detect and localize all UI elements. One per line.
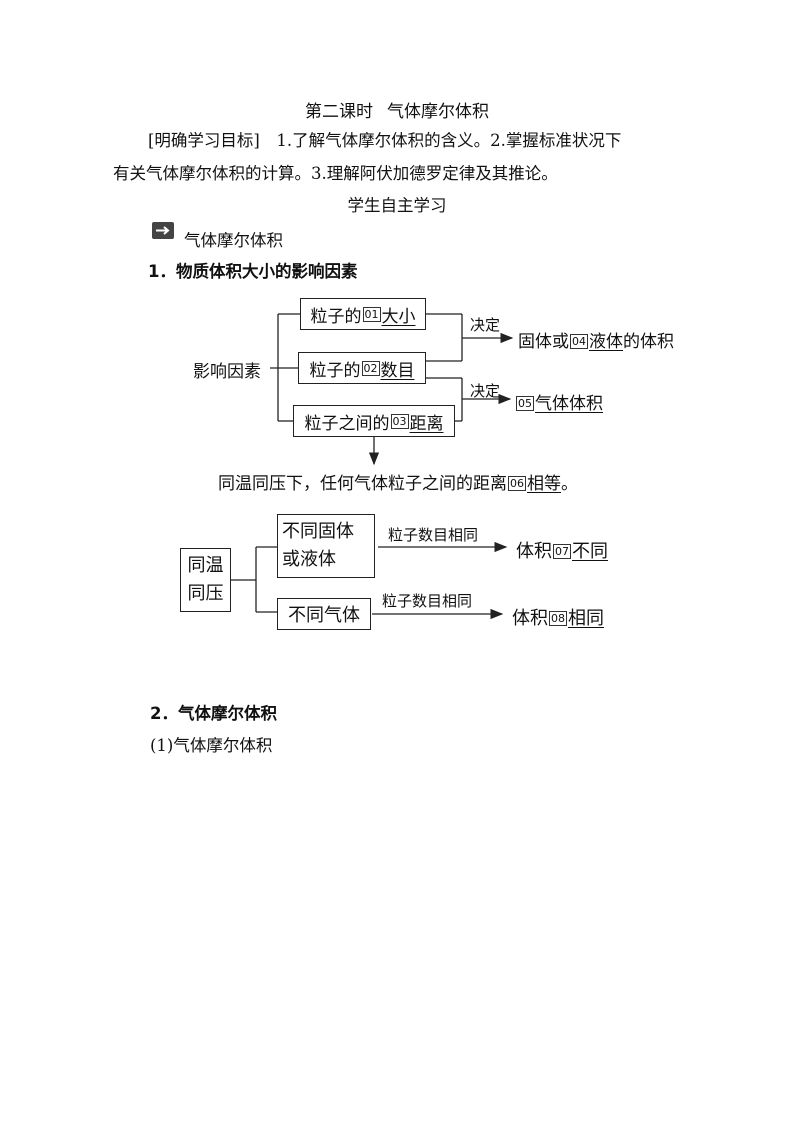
answer-text: 大小 bbox=[381, 306, 416, 327]
arrow-label-same-count-1: 粒子数目相同 bbox=[388, 526, 479, 544]
blank-number: 05 bbox=[516, 396, 534, 411]
heading-2: 2．气体摩尔体积 bbox=[150, 704, 277, 723]
section-arrow-icon bbox=[152, 222, 174, 239]
answer-text: 不同 bbox=[572, 541, 608, 562]
learning-goals-line1: [明确学习目标] 1.了解气体摩尔体积的含义。2.掌握标准状况下 bbox=[148, 131, 622, 150]
branch-box-solid-liquid: 不同固体 或液体 bbox=[277, 514, 375, 578]
blank-number: 01 bbox=[362, 306, 381, 322]
arrow-label-determine-1: 决定 bbox=[470, 316, 501, 334]
lesson-topic: 气体摩尔体积 bbox=[387, 102, 489, 122]
heading-1: 1．物质体积大小的影响因素 bbox=[148, 262, 358, 281]
learning-goals-line2: 有关气体摩尔体积的计算。3.理解阿伏加德罗定律及其推论。 bbox=[113, 164, 558, 183]
section-subhead: 学生自主学习 bbox=[347, 196, 447, 215]
arrow-label-same-count-2: 粒子数目相同 bbox=[382, 592, 473, 610]
answer-text: 液体 bbox=[589, 332, 623, 352]
blank-number: 06 bbox=[508, 476, 526, 491]
condition-box: 同温 同压 bbox=[180, 548, 231, 612]
answer-text: 气体体积 bbox=[535, 394, 603, 414]
arrow-label-determine-2: 决定 bbox=[470, 382, 501, 400]
blank-number: 02 bbox=[361, 360, 380, 376]
heading-3: (1)气体摩尔体积 bbox=[150, 736, 273, 755]
blank-number: 03 bbox=[390, 413, 409, 429]
blank-number: 08 bbox=[549, 611, 567, 626]
blank-number: 07 bbox=[553, 544, 571, 559]
factor-root: 影响因素 bbox=[193, 362, 261, 382]
page-title: 第二课时气体摩尔体积 bbox=[0, 97, 794, 122]
answer-text: 距离 bbox=[409, 413, 444, 434]
section-title: 气体摩尔体积 bbox=[184, 231, 283, 250]
branch-box-gas: 不同气体 bbox=[277, 598, 371, 630]
blank-number: 04 bbox=[570, 334, 588, 349]
answer-text: 相同 bbox=[568, 608, 604, 629]
lesson-number: 第二课时 bbox=[305, 102, 373, 122]
answer-text: 数目 bbox=[380, 360, 415, 381]
answer-text: 相等 bbox=[527, 474, 561, 494]
